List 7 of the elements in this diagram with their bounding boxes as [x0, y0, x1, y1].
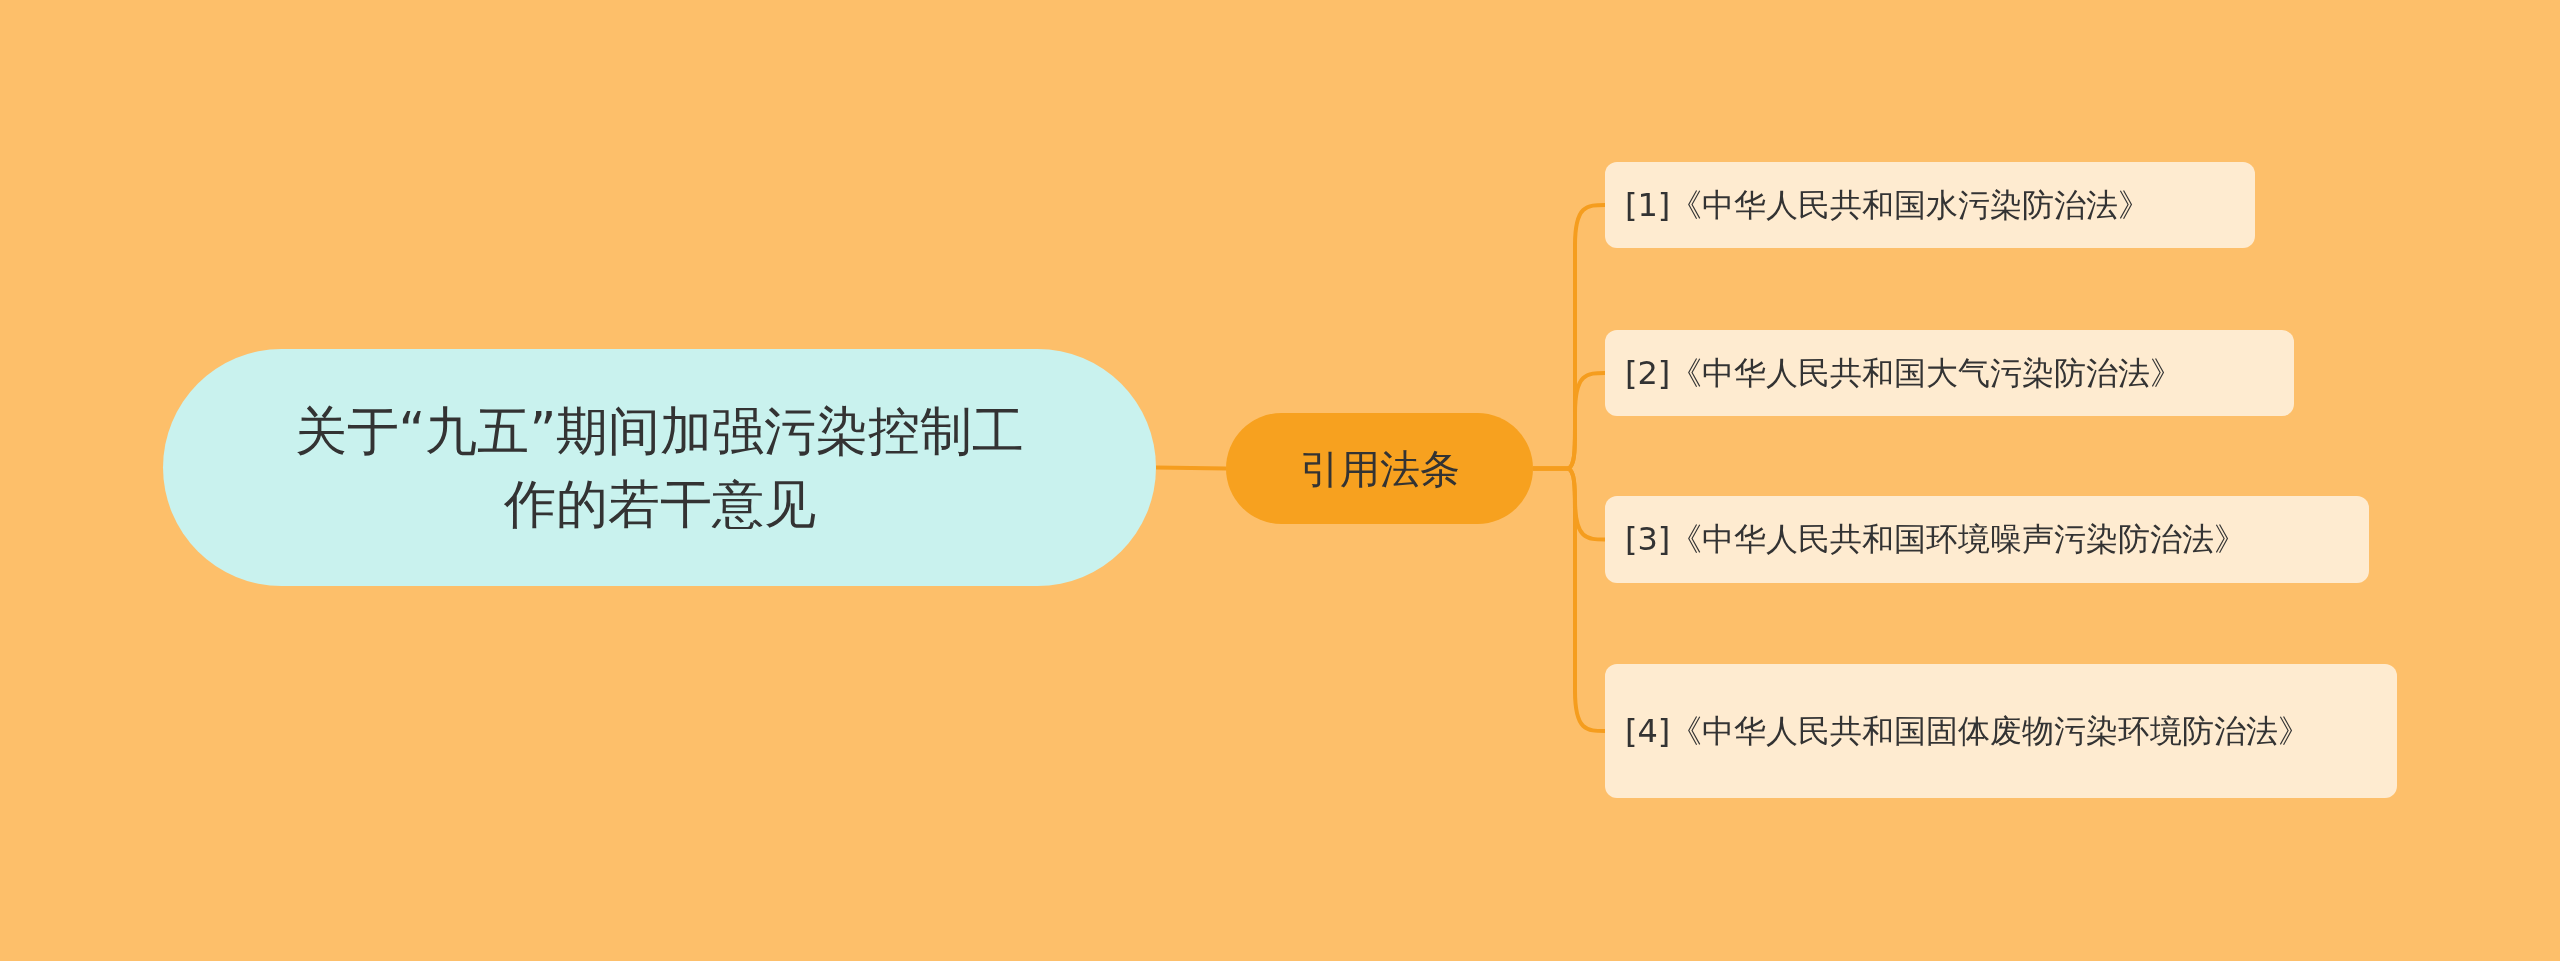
citation-box: [3]《中华人民共和国环境噪声污染防治法》 — [1605, 496, 2369, 583]
citation-box: [4]《中华人民共和国固体废物污染环境防治法》 — [1605, 664, 2397, 798]
branch-pill: 引用法条 — [1226, 413, 1533, 524]
topic-pill: 关于“九五”期间加强污染控制工作的若干意见 — [163, 349, 1156, 586]
citation-box: [2]《中华人民共和国大气污染防治法》 — [1605, 330, 2294, 416]
citation-box: [1]《中华人民共和国水污染防治法》 — [1605, 162, 2255, 248]
connector-line — [1155, 465, 1227, 471]
